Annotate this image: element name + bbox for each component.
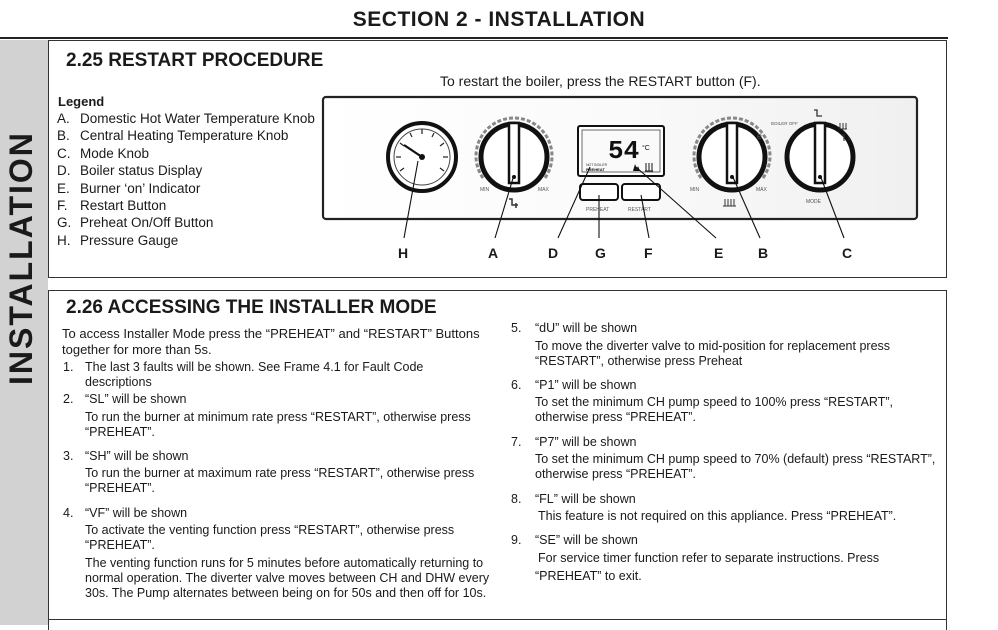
- item-5-line: “dU” will be shown: [535, 321, 638, 335]
- item-number: 9.: [511, 533, 522, 547]
- callout-h: H: [398, 245, 409, 261]
- item-number: 1.: [63, 360, 74, 374]
- section-title: SECTION 2 - INSTALLATION: [352, 8, 646, 31]
- item-5-line: To move the diverter valve to mid-positi…: [535, 339, 891, 353]
- item-6-line: “P1” will be shown: [535, 378, 637, 392]
- item-number: 2.: [63, 392, 74, 406]
- callout-c: C: [842, 245, 853, 261]
- side-tab: INSTALLATION: [0, 40, 48, 625]
- item-9-line: For service timer function refer to sepa…: [538, 551, 880, 565]
- callout-a: A: [488, 245, 499, 261]
- item-2-line: “SL” will be shown: [85, 392, 187, 406]
- item-1-line: The last 3 faults will be shown. See Fra…: [85, 360, 424, 374]
- item-6-line: otherwise press “PREHEAT”.: [535, 410, 696, 424]
- radiator-icon: [645, 163, 653, 172]
- mode-tap-radiator-icon: [841, 134, 851, 141]
- restart-label: RESTART: [628, 207, 651, 213]
- ch-temperature-knob[interactable]: e MIN MAX: [690, 116, 772, 207]
- item-7-line: otherwise press “PREHEAT”.: [535, 467, 696, 481]
- heading-2-25: 2.25 RESTART PROCEDURE: [66, 50, 324, 71]
- item-5-line: “RESTART”, otherwise press Preheat: [535, 354, 743, 368]
- installer-intro-line-2: together for more than 5s.: [62, 342, 212, 357]
- pressure-gauge: [386, 121, 458, 193]
- boiler-control-panel: MIN MAX 54 °C NOT BOILER PREHEAT PREHEAT…: [321, 95, 919, 239]
- mode-knob[interactable]: BOILER OFF MODE: [771, 109, 856, 205]
- item-8-line: “FL” will be shown: [535, 492, 636, 506]
- item-number: 7.: [511, 435, 522, 449]
- ch-radiator-icon: [723, 199, 736, 207]
- ch-min-label: MIN: [690, 187, 700, 193]
- callout-f: F: [644, 245, 653, 261]
- item-4-line: To activate the venting function press “…: [85, 523, 455, 537]
- item-3-line: To run the burner at maximum rate press …: [85, 466, 475, 480]
- legend-title: Legend: [58, 94, 105, 109]
- frame-installer-mode: [48, 290, 947, 620]
- item-7-line: To set the minimum CH pump speed to 70% …: [535, 452, 936, 466]
- item-2-line: To run the burner at minimum rate press …: [85, 410, 471, 424]
- dhw-min-label: MIN: [480, 187, 490, 193]
- callout-g: G: [595, 245, 606, 261]
- display-value: 54: [608, 136, 639, 166]
- item-number: 4.: [63, 506, 74, 520]
- item-3-line: “PREHEAT”.: [85, 481, 155, 495]
- item-4-line: The venting function runs for 5 minutes …: [85, 556, 484, 570]
- heading-2-26: 2.26 ACCESSING THE INSTALLER MODE: [66, 297, 437, 318]
- preheat-label: PREHEAT: [586, 207, 609, 213]
- dhw-max-label: MAX: [538, 187, 550, 193]
- item-4-line: “VF” will be shown: [85, 506, 188, 520]
- item-number: 5.: [511, 321, 522, 335]
- callout-e: E: [714, 245, 724, 261]
- item-9-line: “SE” will be shown: [535, 533, 638, 547]
- boiler-off-label: BOILER OFF: [771, 121, 798, 126]
- item-4-line: “PREHEAT”.: [85, 538, 155, 552]
- callout-d: D: [548, 245, 559, 261]
- item-6-line: To set the minimum CH pump speed to 100%…: [535, 395, 894, 409]
- item-1-line: descriptions: [85, 375, 152, 389]
- item-number: 3.: [63, 449, 74, 463]
- item-number: 6.: [511, 378, 522, 392]
- display-unit: °C: [642, 144, 650, 152]
- installer-intro-line-1: To access Installer Mode press the “PREH…: [62, 326, 480, 341]
- tap-icon: [509, 198, 518, 208]
- callout-b: B: [758, 245, 769, 261]
- section-rule: [0, 37, 948, 39]
- ch-max-label: MAX: [756, 187, 768, 193]
- dhw-temperature-knob[interactable]: MIN MAX: [474, 116, 554, 208]
- item-8-line: This feature is not required on this app…: [538, 509, 897, 523]
- display-status: PREHEAT: [586, 167, 605, 172]
- gauge-needle: [403, 144, 423, 158]
- item-7-line: “P7” will be shown: [535, 435, 637, 449]
- side-tab-label: INSTALLATION: [3, 131, 39, 385]
- restart-intro: To restart the boiler, press the RESTART…: [440, 73, 761, 89]
- item-number: 8.: [511, 492, 522, 506]
- e-label: e: [757, 131, 762, 141]
- boiler-status-display: 54 °C NOT BOILER PREHEAT: [577, 125, 665, 177]
- mode-label: MODE: [806, 199, 822, 205]
- restart-button[interactable]: RESTART: [621, 183, 661, 213]
- item-4-line: normal operation. The diverter valve mov…: [85, 571, 490, 585]
- item-4-line: 30s. The Pump alternates between being o…: [85, 586, 487, 600]
- item-9-line: “PREHEAT” to exit.: [535, 569, 642, 583]
- display-small-text: NOT BOILER: [586, 163, 608, 167]
- mode-radiator-icon: [839, 123, 847, 130]
- item-3-line: “SH” will be shown: [85, 449, 189, 463]
- item-2-line: “PREHEAT”.: [85, 425, 155, 439]
- mode-tap-icon: [814, 109, 822, 117]
